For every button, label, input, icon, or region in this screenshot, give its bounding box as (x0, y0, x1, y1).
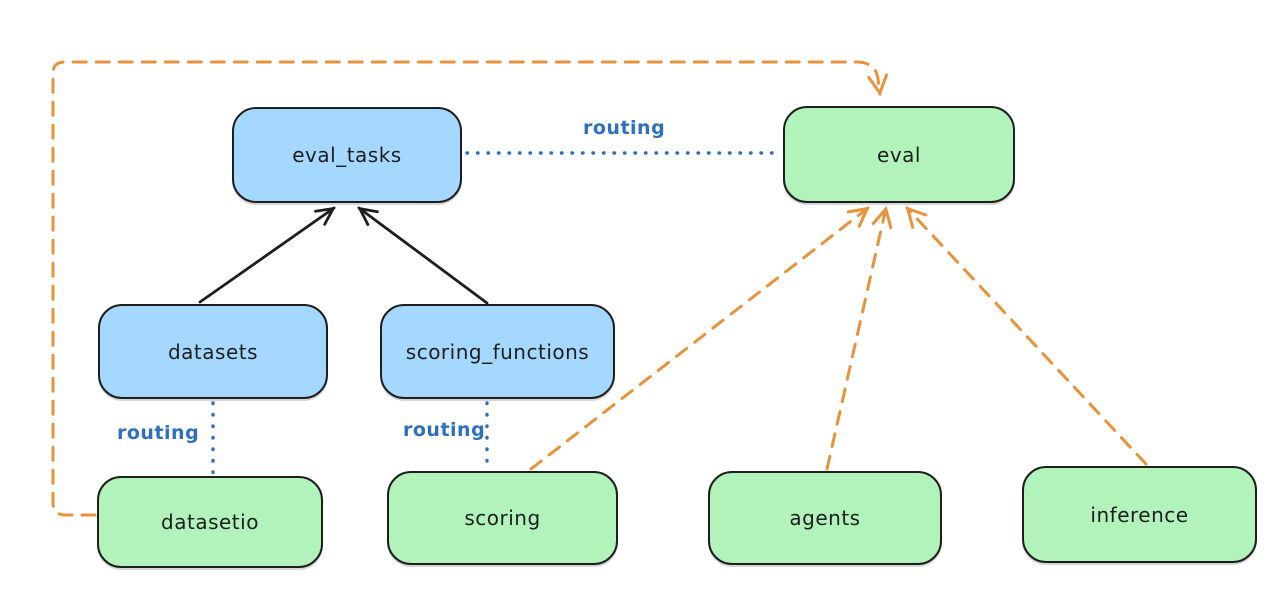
node-agents: agents (708, 471, 942, 565)
edge-label-routing-middle: routing (403, 419, 486, 441)
node-scoring-functions: scoring_functions (380, 304, 615, 399)
edge-datasetio-to-eval-loop (51, 60, 889, 517)
node-inference-label: inference (1090, 502, 1189, 527)
node-datasets-label: datasets (167, 339, 259, 364)
edge-datasets-to-eval-tasks (198, 206, 336, 304)
node-scoring: scoring (387, 471, 618, 565)
node-datasetio: datasetio (97, 476, 323, 568)
edge-label-routing-left: routing (117, 422, 200, 444)
node-datasets: datasets (98, 304, 328, 399)
node-eval-tasks: eval_tasks (232, 107, 462, 203)
edge-label-routing-top: routing (583, 117, 666, 139)
node-eval-tasks-label: eval_tasks (292, 143, 402, 167)
node-eval-label: eval (877, 142, 921, 167)
node-inference: inference (1022, 466, 1257, 563)
node-eval: eval (783, 106, 1015, 203)
node-agents-label: agents (789, 506, 861, 530)
edge-inference-to-eval (905, 206, 1148, 466)
node-datasetio-label: datasetio (161, 510, 259, 534)
node-scoring-functions-label: scoring_functions (405, 339, 590, 364)
edge-scoring-to-eval (529, 206, 870, 471)
edge-scoring-functions-to-eval-tasks (357, 206, 489, 305)
edge-agents-to-eval (825, 205, 893, 471)
node-scoring-label: scoring (464, 506, 541, 530)
